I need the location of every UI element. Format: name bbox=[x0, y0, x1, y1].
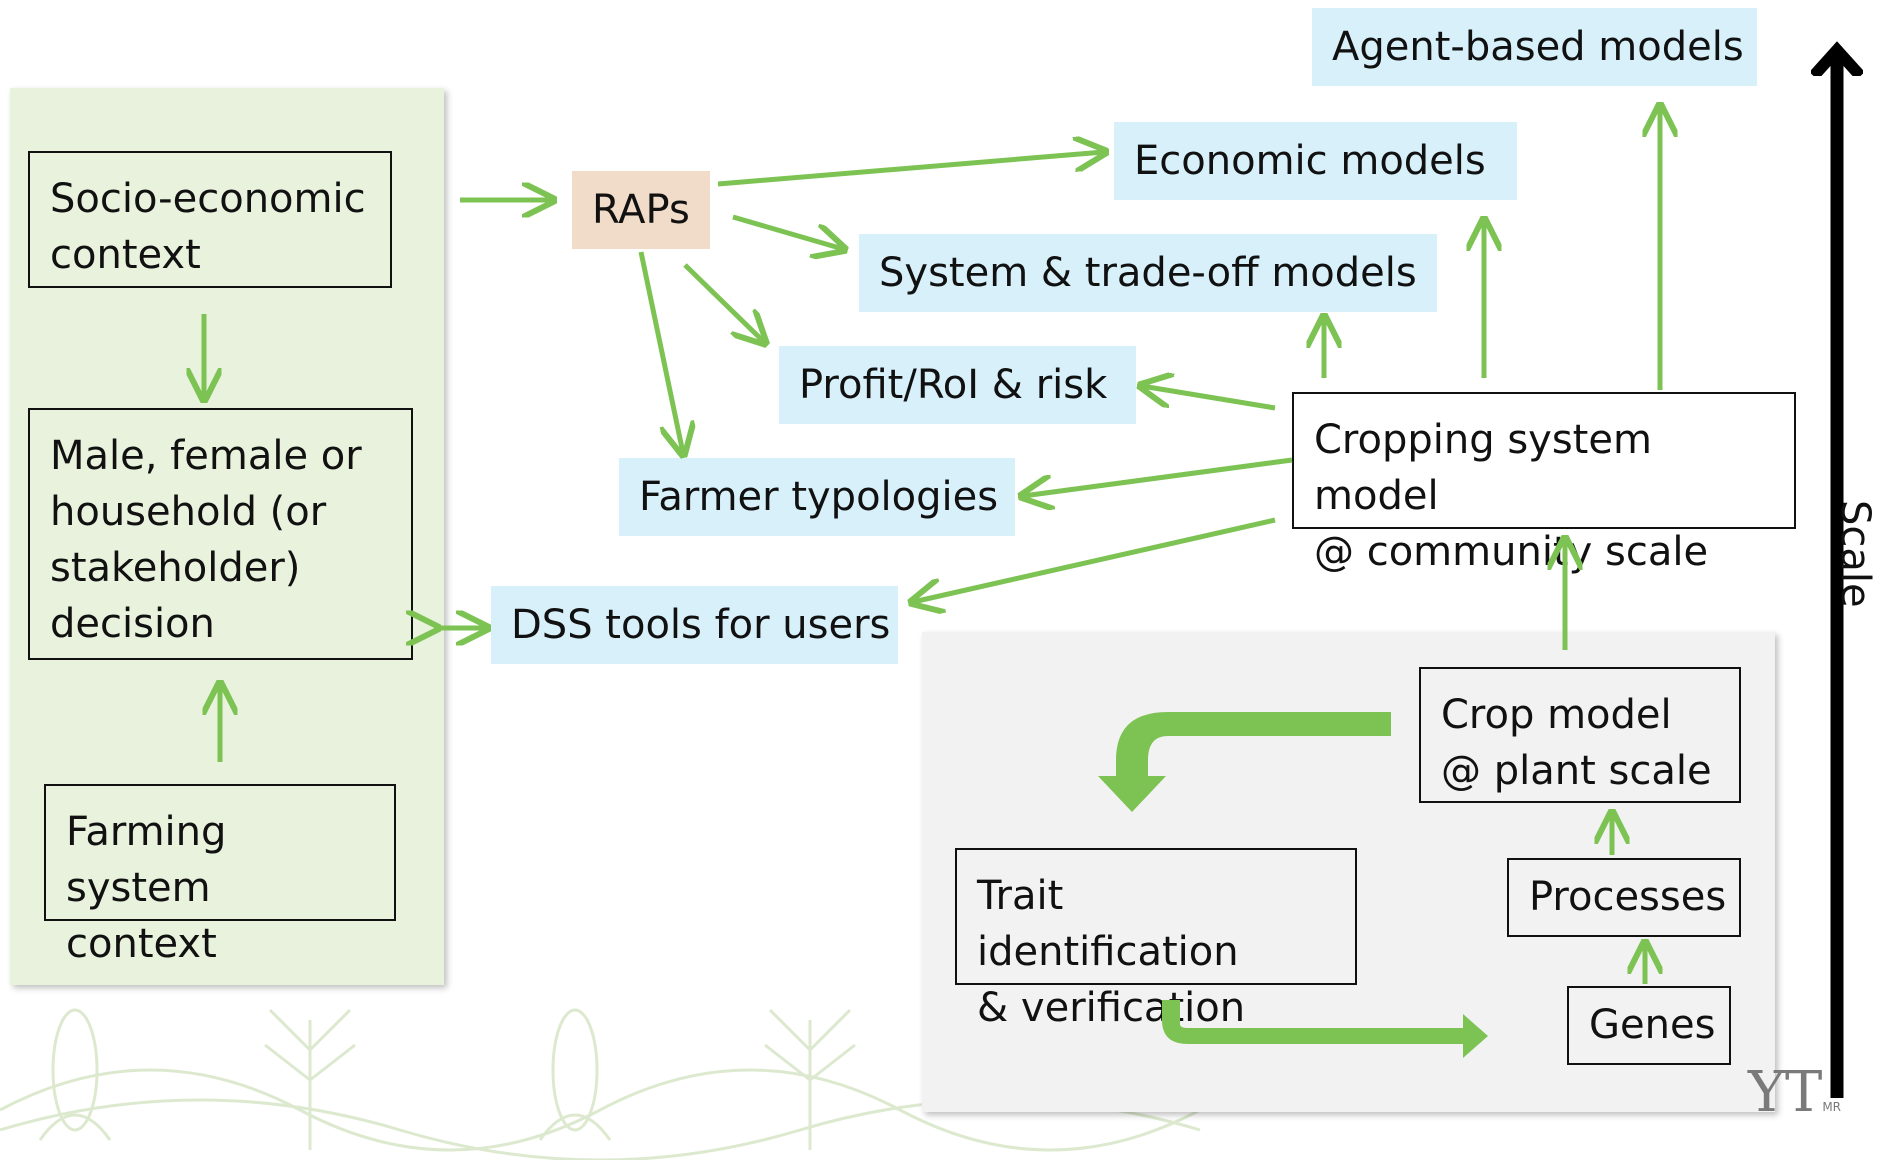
household-decision-box: Male, female or household (or stakeholde… bbox=[28, 408, 413, 660]
raps-box: RAPs bbox=[572, 171, 710, 249]
genes-box: Genes bbox=[1567, 986, 1731, 1065]
farmer-typologies-box: Farmer typologies bbox=[619, 458, 1015, 536]
cropping-system-model-box: Cropping system model @ community scale bbox=[1292, 392, 1796, 575]
arrow-crop-to-typologies bbox=[1023, 457, 1293, 496]
arrow-crop-to-profit bbox=[1142, 386, 1276, 411]
agent-based-models-box: Agent-based models bbox=[1312, 8, 1757, 86]
scale-axis-label: Scale bbox=[1832, 500, 1878, 608]
dss-tools-box: DSS tools for users bbox=[491, 586, 898, 664]
cimmyt-logo: YTMR bbox=[1748, 1060, 1842, 1125]
economic-models-box: Economic models bbox=[1114, 122, 1517, 200]
farming-system-context-box: Farming system context bbox=[44, 784, 396, 967]
household-context-panel bbox=[10, 88, 444, 985]
arrow-raps-to-economic bbox=[717, 152, 1104, 187]
crop-model-box: Crop model @ plant scale bbox=[1419, 667, 1741, 803]
profit-roi-risk-box: Profit/RoI & risk bbox=[779, 346, 1136, 424]
arrow-raps-to-system bbox=[732, 214, 843, 249]
trait-identification-box: Trait identification & verification bbox=[955, 848, 1357, 1031]
arrow-raps-to-profit bbox=[683, 263, 764, 342]
system-tradeoff-models-box: System & trade-off models bbox=[859, 234, 1437, 312]
socio-economic-context-box: Socio-economic context bbox=[28, 151, 392, 288]
arrow-raps-to-typologies bbox=[638, 251, 683, 453]
processes-box: Processes bbox=[1507, 858, 1741, 937]
